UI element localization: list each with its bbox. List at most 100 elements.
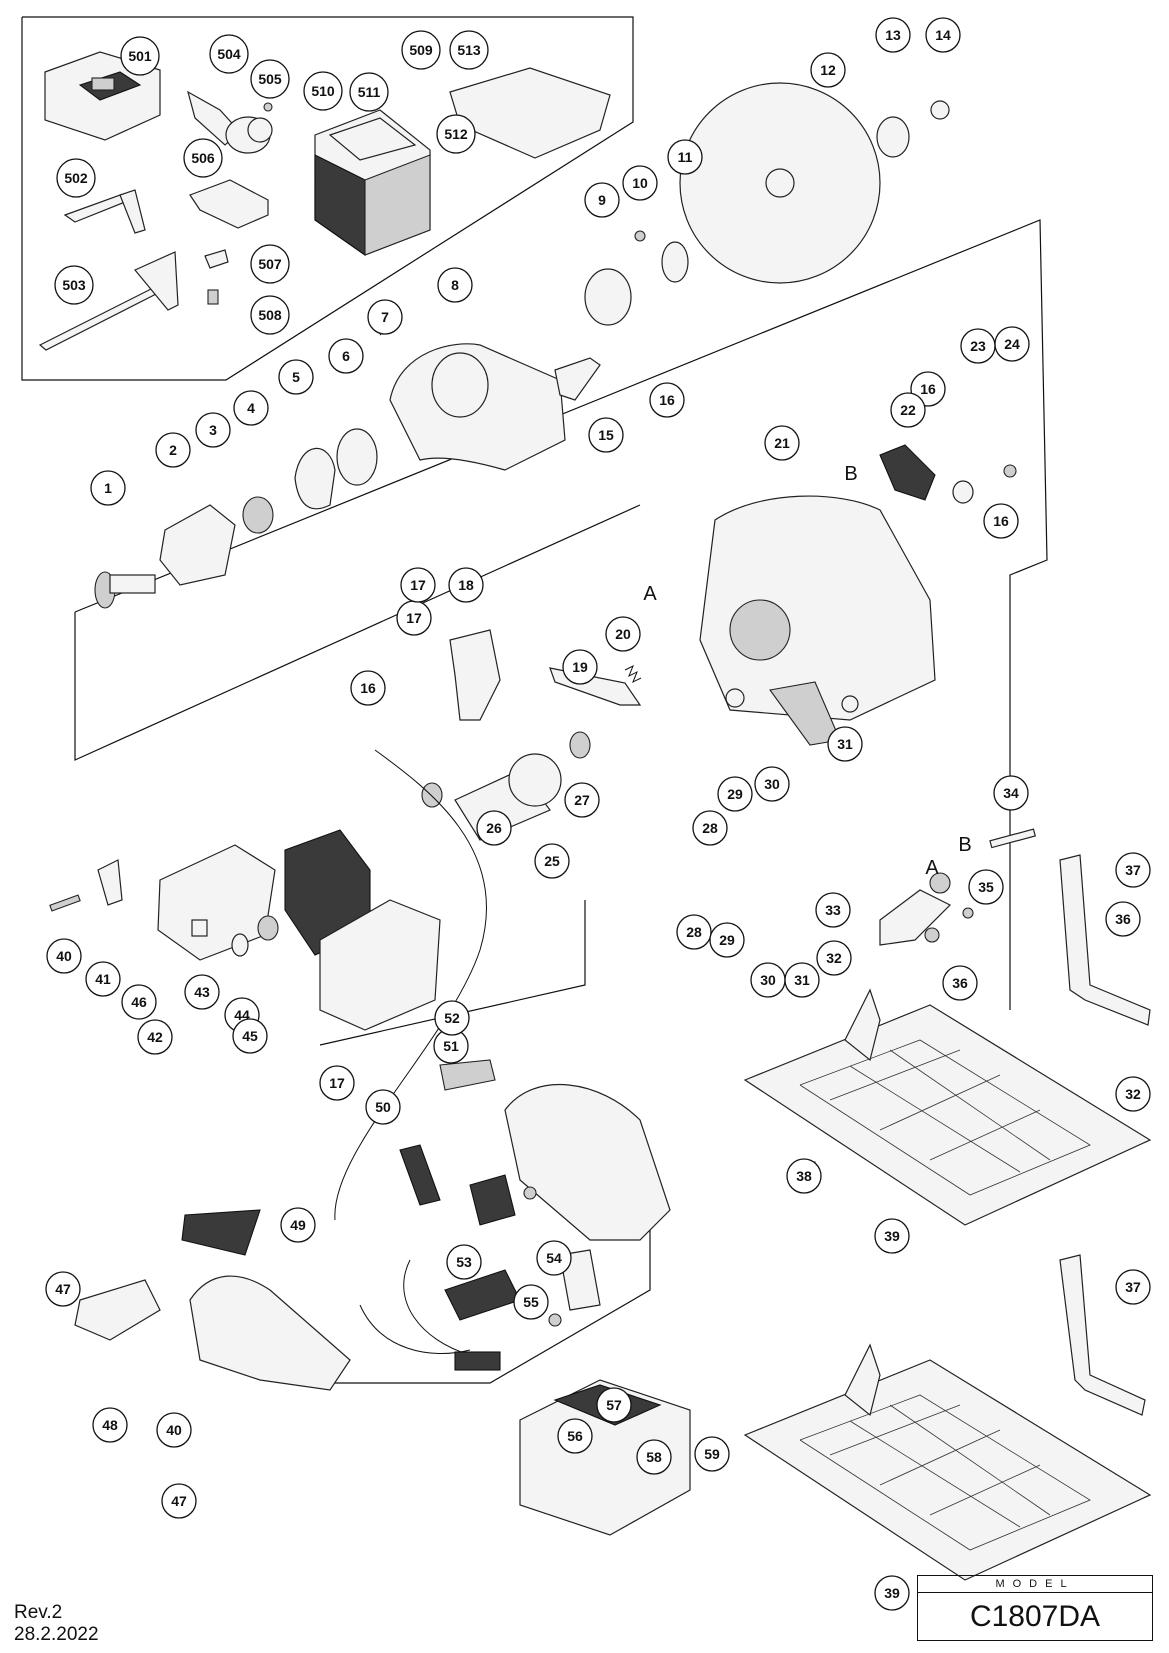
callout-8: 8 — [437, 267, 473, 303]
callout-circle — [250, 244, 290, 284]
base-plate-lower-part — [743, 1343, 1152, 1581]
callout-number: 47 — [55, 1281, 71, 1297]
pivot-bracket-33-part — [879, 872, 952, 946]
callout-circle — [85, 961, 121, 997]
callout-number: 36 — [1115, 911, 1131, 927]
callout-506: 506 — [183, 138, 223, 178]
callout-28: 28 — [676, 914, 712, 950]
callout-number: 1 — [104, 480, 112, 496]
callout-37: 37 — [1115, 1269, 1151, 1305]
callout-circle — [1115, 852, 1151, 888]
callout-circle — [692, 810, 728, 846]
callout-circle — [365, 1089, 401, 1125]
callout-16: 16 — [983, 503, 1019, 539]
saw-blade-part — [679, 82, 881, 284]
callout-number: 504 — [217, 46, 241, 62]
callout-53: 53 — [446, 1244, 482, 1280]
revision-label: Rev.2 — [14, 1602, 63, 1623]
callout-24: 24 — [994, 326, 1030, 362]
callout-number: 31 — [794, 972, 810, 988]
callout-number: 505 — [258, 71, 282, 87]
callout-circle — [557, 1418, 593, 1454]
callout-circle — [233, 390, 269, 426]
callout-36: 36 — [1105, 901, 1141, 937]
callout-number: 17 — [329, 1075, 345, 1091]
callout-13: 13 — [875, 17, 911, 53]
callout-number: 56 — [567, 1428, 583, 1444]
callout-40: 40 — [156, 1412, 192, 1448]
accessory-box-frame — [21, 16, 634, 381]
callout-49: 49 — [280, 1207, 316, 1243]
battery-part — [519, 1379, 691, 1536]
callout-circle — [588, 417, 624, 453]
callout-number: 501 — [128, 48, 152, 64]
callout-40: 40 — [46, 938, 82, 974]
callout-number: 59 — [704, 1446, 720, 1462]
callout-number: 58 — [646, 1449, 662, 1465]
motor-housing-part — [319, 899, 441, 1031]
callout-number: 39 — [884, 1228, 900, 1244]
callout-28: 28 — [692, 810, 728, 846]
callout-circle — [676, 914, 712, 950]
callout-circle — [436, 114, 476, 154]
callout-circle — [875, 17, 911, 53]
callout-circle — [250, 295, 290, 335]
callout-number: 29 — [727, 786, 743, 802]
callout-511: 511 — [349, 72, 389, 112]
callout-number: 49 — [290, 1217, 306, 1233]
callout-circle — [183, 138, 223, 178]
callout-number: 25 — [544, 853, 560, 869]
callout-number: 507 — [258, 256, 282, 272]
callout-circle — [184, 974, 220, 1010]
callout-number: 512 — [444, 126, 468, 142]
callout-circle — [815, 892, 851, 928]
callout-circle — [400, 567, 436, 603]
callout-number: 53 — [456, 1254, 472, 1270]
callout-56: 56 — [557, 1418, 593, 1454]
callout-circle — [784, 962, 820, 998]
blade-guard-frame — [74, 504, 641, 761]
callout-58: 58 — [636, 1439, 672, 1475]
plate-9-part — [584, 268, 632, 326]
revision-date: 28.2.2022 — [14, 1624, 99, 1645]
callout-51: 51 — [433, 1028, 469, 1064]
callout-number: 17 — [406, 610, 422, 626]
callout-number: 6 — [342, 348, 350, 364]
callout-circle — [278, 359, 314, 395]
bolt-36-part — [924, 927, 940, 943]
callout-circle — [90, 470, 126, 506]
callout-45: 45 — [232, 1018, 268, 1054]
callout-34: 34 — [993, 775, 1029, 811]
callout-circle — [993, 775, 1029, 811]
carry-case-part — [314, 109, 431, 257]
callout-circle — [437, 267, 473, 303]
callout-number: 10 — [632, 175, 648, 191]
callout-17: 17 — [319, 1065, 355, 1101]
callout-circle — [636, 1439, 672, 1475]
callout-18: 18 — [448, 567, 484, 603]
callout-48: 48 — [92, 1407, 128, 1443]
callout-circle — [754, 766, 790, 802]
callout-52: 52 — [434, 1000, 470, 1036]
callout-number: 31 — [837, 736, 853, 752]
callout-30: 30 — [754, 766, 790, 802]
callout-21: 21 — [764, 425, 800, 461]
callout-number: 502 — [64, 170, 88, 186]
callout-50: 50 — [365, 1089, 401, 1125]
callout-number: 5 — [292, 369, 300, 385]
bracket-2-part — [159, 504, 236, 586]
callout-circle — [562, 649, 598, 685]
gear-shaft-1-part — [94, 571, 156, 609]
callout-41: 41 — [85, 961, 121, 997]
callout-circle — [280, 1207, 316, 1243]
charger-part — [44, 51, 161, 141]
callout-number: 26 — [486, 820, 502, 836]
callout-number: 27 — [574, 792, 590, 808]
callout-number: 28 — [702, 820, 718, 836]
callout-47: 47 — [45, 1271, 81, 1307]
holder-506-part — [189, 179, 269, 229]
callout-16: 16 — [350, 670, 386, 706]
callout-circle — [622, 165, 658, 201]
pin-34-part — [989, 828, 1036, 849]
